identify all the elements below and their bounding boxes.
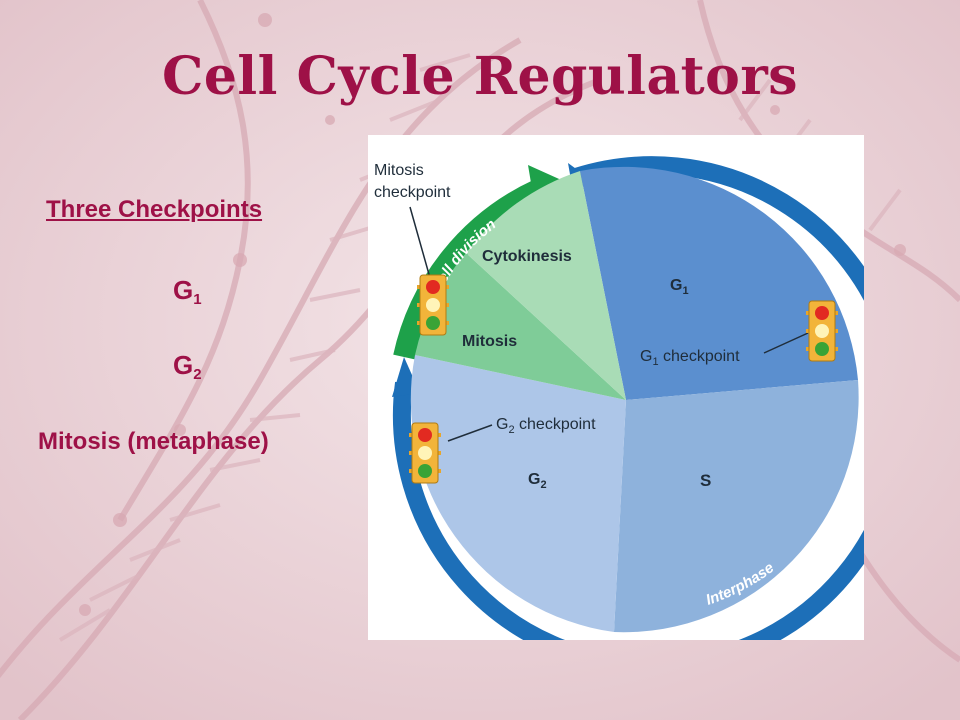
sector-g1 [580, 166, 858, 400]
checkpoint-item-g1: G1 [173, 275, 202, 308]
checkpoint-item-g1-base: G [173, 275, 194, 305]
cytokinesis-label: Cytokinesis [482, 248, 572, 265]
sector-cytokinesis [466, 171, 626, 400]
g2-label-sub: 2 [540, 479, 546, 491]
sector-mitosis [415, 253, 626, 400]
g1-label-base: G [670, 277, 682, 294]
g2-checkpoint-traffic-light-icon [409, 422, 441, 484]
checkpoint-item-g2: G2 [173, 350, 202, 383]
mitosis-checkpoint-pointer [409, 206, 433, 286]
checkpoints-heading: Three Checkpoints [46, 196, 263, 223]
g2-checkpoint-rest: checkpoint [515, 416, 596, 433]
cell-cycle-diagram: Cell division Interphase Cytokinesis Mit… [368, 135, 864, 640]
g2-checkpoint-base: G [496, 416, 508, 433]
checkpoint-item-g2-base: G [173, 350, 194, 380]
cell-division-arrow [393, 180, 543, 360]
g1-label: G1 [670, 277, 689, 297]
g1-checkpoint-traffic-light-icon [806, 300, 838, 362]
checkpoint-item-g2-sub: 2 [193, 366, 202, 383]
g2-checkpoint-label: G2 checkpoint [496, 416, 596, 436]
checkpoint-item-mitosis: Mitosis (metaphase) [38, 428, 269, 455]
g1-checkpoint-pointer [763, 332, 809, 354]
g1-checkpoint-base: G [640, 348, 652, 365]
g2-checkpoint-sub: 2 [508, 424, 514, 436]
g2-label-base: G [528, 471, 540, 488]
checkpoint-item-g1-sub: 1 [193, 291, 202, 308]
slide-title: Cell Cycle Regulators [161, 46, 799, 107]
mitosis-checkpoint-line2: checkpoint [374, 184, 451, 201]
sector-g2 [410, 355, 626, 632]
g1-checkpoint-rest: checkpoint [659, 348, 740, 365]
g2-checkpoint-pointer [447, 424, 493, 442]
cell-cycle-svg: Cell division Interphase Cytokinesis Mit… [374, 156, 864, 640]
mitosis-label: Mitosis [462, 333, 517, 350]
mitosis-checkpoint-label: Mitosis checkpoint [374, 162, 451, 201]
mitosis-checkpoint-line1: Mitosis [374, 162, 424, 179]
interphase-arrow [392, 156, 864, 640]
mitosis-checkpoint-traffic-light-icon [417, 274, 449, 336]
g1-checkpoint-label: G1 checkpoint [640, 348, 740, 368]
g1-checkpoint-sub: 1 [652, 356, 658, 368]
s-label: S [700, 471, 711, 490]
g1-label-sub: 1 [682, 285, 688, 297]
sector-s [614, 380, 859, 633]
g2-label: G2 [528, 471, 547, 491]
